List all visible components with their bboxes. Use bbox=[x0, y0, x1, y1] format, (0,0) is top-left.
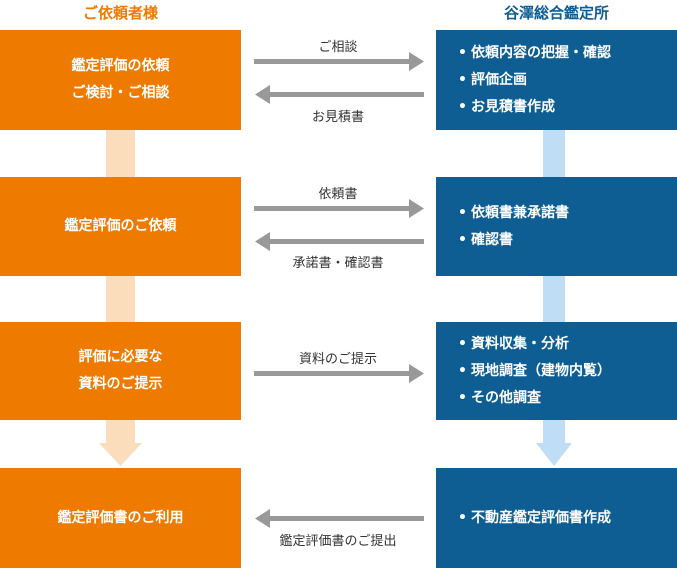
firm-step-2-item-2: 確認書 bbox=[458, 227, 569, 254]
arrow-right-1-shaft bbox=[254, 59, 411, 64]
client-connector-1 bbox=[106, 130, 135, 177]
firm-step-4-box: 不動産鑑定評価書作成 bbox=[436, 468, 677, 568]
firm-step-3-item-1: 資料収集・分析 bbox=[458, 331, 611, 358]
firm-step-2-item-1: 依頼書兼承諾書 bbox=[458, 200, 569, 227]
client-down-arrow-icon bbox=[99, 443, 142, 466]
firm-step-1-item-1: 依頼内容の把握・確認 bbox=[458, 40, 611, 67]
firm-step-4-item-1: 不動産鑑定評価書作成 bbox=[458, 505, 611, 532]
client-step-2-box: 鑑定評価のご依頼 bbox=[0, 177, 241, 276]
firm-step-3-box: 資料収集・分析 現地調査（建物内覧） その他調査 bbox=[436, 322, 677, 420]
arrow-right-3-icon bbox=[409, 364, 424, 383]
firm-connector-3 bbox=[543, 420, 565, 443]
arrow-left-4-shaft bbox=[269, 516, 424, 521]
client-column-title: ご依頼者様 bbox=[82, 4, 158, 22]
firm-down-arrow-icon bbox=[536, 443, 572, 466]
firm-column-title: 谷澤総合鑑定所 bbox=[503, 4, 609, 22]
firm-step-3-item-2: 現地調査（建物内覧） bbox=[458, 358, 611, 385]
arrow-right-1-icon bbox=[409, 52, 424, 71]
client-step-3-line-2: 資料のご提示 bbox=[78, 376, 163, 392]
arrow-right-3-shaft bbox=[254, 371, 411, 376]
client-step-3-box: 評価に必要な 資料のご提示 bbox=[0, 322, 241, 420]
firm-step-1-item-3: お見積書作成 bbox=[458, 94, 611, 121]
client-step-1-line-2: ご検討・ご相談 bbox=[71, 85, 170, 101]
client-step-4-box: 鑑定評価書のご利用 bbox=[0, 468, 241, 568]
firm-step-3-item-3: その他調査 bbox=[458, 385, 611, 412]
client-connector-3 bbox=[106, 420, 135, 443]
arrow-left-2-icon bbox=[255, 232, 270, 251]
step-1-to-firm-label: ご相談 bbox=[318, 40, 358, 55]
firm-step-1-box: 依頼内容の把握・確認 評価企画 お見積書作成 bbox=[436, 30, 677, 130]
client-step-1-box: 鑑定評価の依頼 ご検討・ご相談 bbox=[0, 30, 241, 130]
arrow-left-1-icon bbox=[255, 85, 270, 104]
firm-step-2-box: 依頼書兼承諾書 確認書 bbox=[436, 177, 677, 276]
step-2-to-client-label: 承諾書・確認書 bbox=[292, 256, 384, 271]
client-connector-2 bbox=[106, 276, 135, 322]
step-1-to-client-label: お見積書 bbox=[311, 110, 364, 125]
firm-connector-1 bbox=[543, 130, 565, 177]
client-step-1-line-1: 鑑定評価の依頼 bbox=[71, 58, 170, 74]
step-3-to-firm-label: 資料のご提示 bbox=[298, 352, 377, 367]
client-step-4-line-1: 鑑定評価書のご利用 bbox=[57, 509, 184, 526]
arrow-right-2-shaft bbox=[254, 206, 411, 211]
step-2-to-firm-label: 依頼書 bbox=[318, 187, 358, 202]
firm-connector-2 bbox=[543, 276, 565, 322]
arrow-left-4-icon bbox=[255, 509, 270, 528]
firm-step-1-item-2: 評価企画 bbox=[458, 67, 611, 94]
step-4-to-client-label: 鑑定評価書のご提出 bbox=[279, 534, 397, 549]
arrow-left-2-shaft bbox=[269, 239, 424, 244]
client-step-2-line-1: 鑑定評価のご依頼 bbox=[64, 218, 177, 234]
arrow-right-2-icon bbox=[409, 199, 424, 218]
client-step-3-line-1: 評価に必要な bbox=[78, 349, 163, 365]
arrow-left-1-shaft bbox=[269, 92, 424, 97]
